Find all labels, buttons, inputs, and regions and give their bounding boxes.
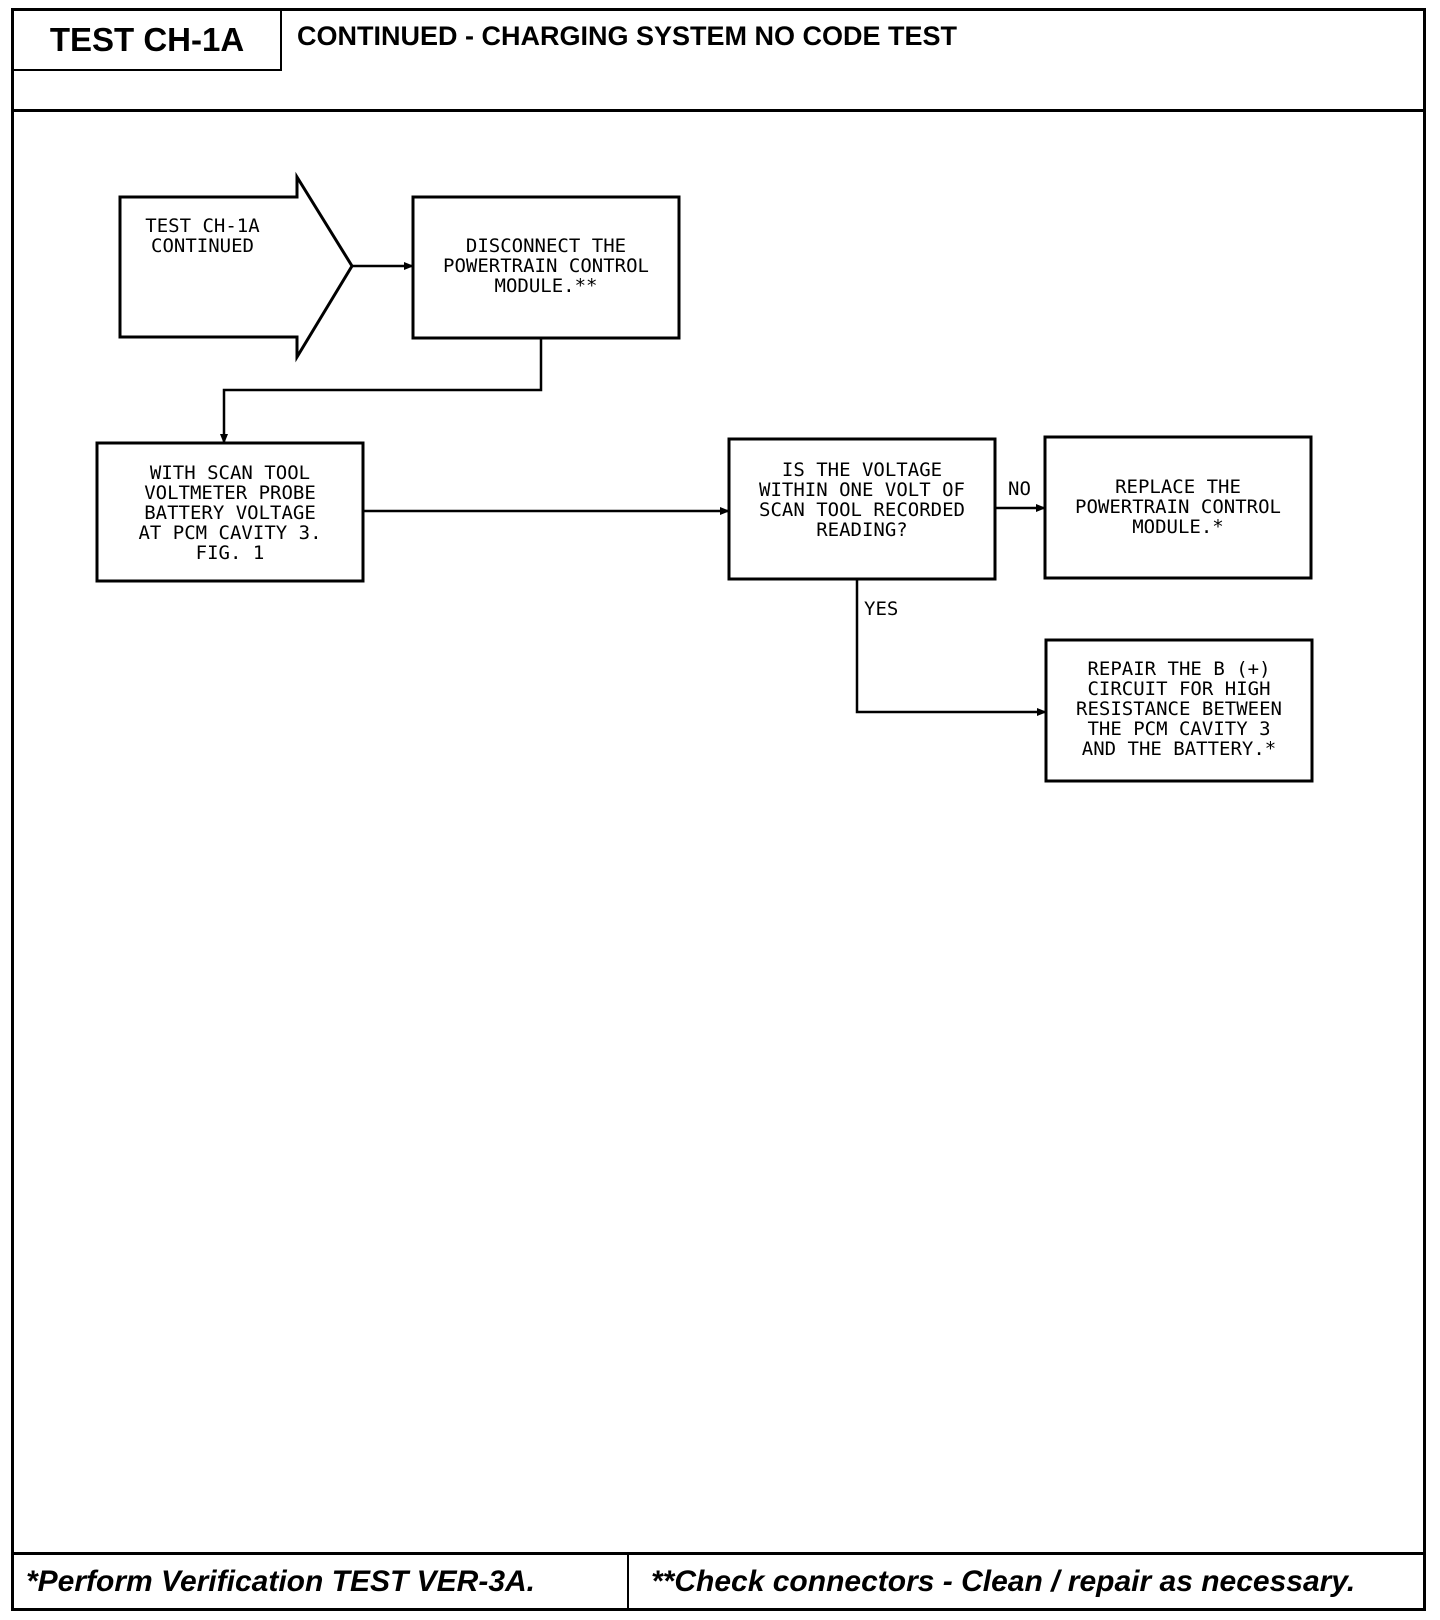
no-branch-label: NO xyxy=(1008,478,1031,500)
header: TEST CH-1A CONTINUED - CHARGING SYSTEM N… xyxy=(14,11,1423,112)
step1-label: DISCONNECT THE POWERTRAIN CONTROL MODULE… xyxy=(443,235,649,297)
footer-note-verification: *Perform Verification TEST VER-3A. xyxy=(14,1555,629,1608)
page-title: CONTINUED - CHARGING SYSTEM NO CODE TEST xyxy=(297,21,958,51)
test-id: TEST CH-1A xyxy=(14,11,282,71)
step2-label: WITH SCAN TOOL VOLTMETER PROBE BATTERY V… xyxy=(138,462,322,564)
footer: *Perform Verification TEST VER-3A. **Che… xyxy=(14,1552,1423,1608)
start-arrow-shape xyxy=(118,171,354,363)
connector-step1-to-step2 xyxy=(220,338,543,444)
yes-branch-label: YES xyxy=(864,598,899,620)
start-label: TEST CH-1A CONTINUED xyxy=(145,215,260,257)
page-frame: TEST CH-1A CONTINUED - CHARGING SYSTEM N… xyxy=(11,8,1426,1611)
no-result-label: REPLACE THE POWERTRAIN CONTROL MODULE.* xyxy=(1075,476,1281,538)
decision-label: IS THE VOLTAGE WITHIN ONE VOLT OF SCAN T… xyxy=(759,459,965,541)
footer-note-connectors: **Check connectors - Clean / repair as n… xyxy=(651,1564,1356,1598)
yes-result-label: REPAIR THE B (+) CIRCUIT FOR HIGH RESIST… xyxy=(1076,658,1282,760)
connector-decision-yes xyxy=(855,579,1047,716)
